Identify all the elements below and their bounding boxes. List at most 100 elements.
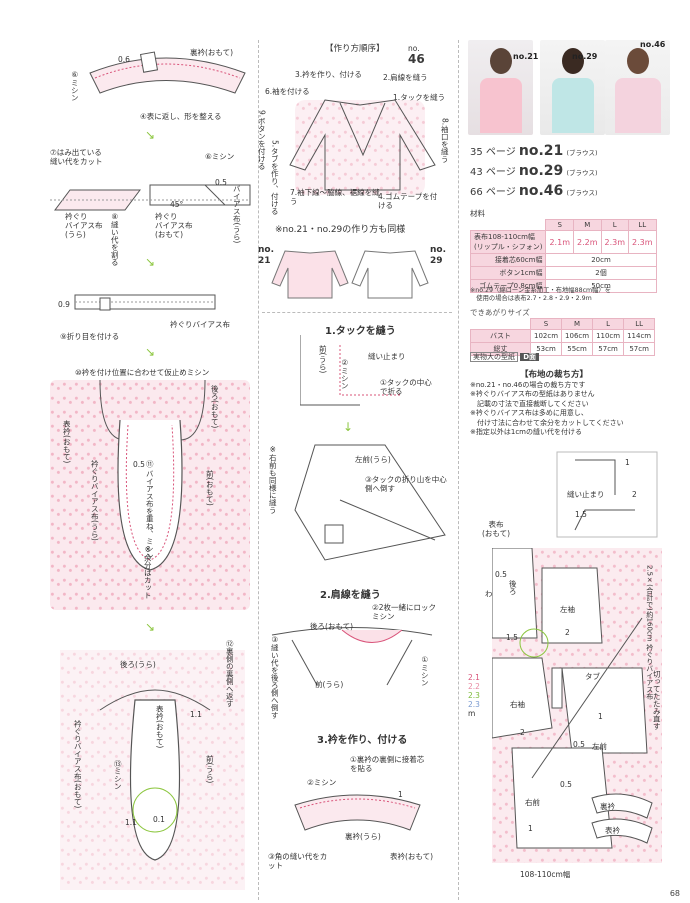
no-prefix: no. bbox=[408, 44, 420, 53]
label-omote-collar-2: 表衿(おもて) bbox=[390, 852, 434, 861]
cut-note: ※衿ぐりバイアス布の型紙はありません bbox=[470, 390, 595, 399]
fold-strip-diagram bbox=[74, 294, 216, 311]
same-note: ※no.21・no.29の作り方も同様 bbox=[275, 225, 406, 235]
label-bias-omote: 衿ぐり バイアス布 (おもて) bbox=[155, 212, 193, 239]
label-front-ura-1: 前(うら) bbox=[318, 345, 328, 374]
label-step6b: ⑥ミシン bbox=[205, 152, 235, 161]
size-cell: 57cm bbox=[592, 342, 625, 356]
bias-cloth-diagram bbox=[50, 184, 251, 211]
order-step3: 3.衿を作り、付ける bbox=[295, 70, 362, 79]
order-step4: 4.ゴムテープを付ける bbox=[378, 192, 438, 210]
label-09: 0.9 bbox=[58, 300, 70, 309]
cut-note: ※指定以外は1cmの縫い代を付ける bbox=[470, 428, 582, 437]
label-front-ura: 前(うら) bbox=[205, 755, 215, 784]
size-header: LL bbox=[623, 318, 656, 330]
label-interfacing: ①裏衿の裏側に接着芯を貼る bbox=[350, 755, 425, 773]
mat-header: S bbox=[545, 219, 574, 231]
mat-span: 2個 bbox=[545, 266, 657, 280]
size-cell: 57cm bbox=[623, 342, 656, 356]
ref-no: no.46 bbox=[518, 183, 564, 199]
back-collar-piece: 裏衿 bbox=[600, 802, 615, 811]
right-front-piece: 右前 bbox=[525, 798, 540, 807]
mat-span: 50cm bbox=[545, 279, 657, 293]
mat-label: ゴムテープ0.8cm幅 bbox=[469, 279, 547, 293]
size-cell: 110cm bbox=[592, 329, 625, 343]
label-bias-cloth: 衿ぐりバイアス布 bbox=[170, 320, 230, 329]
cut-title: 【布地の裁ち方】 bbox=[520, 370, 589, 380]
label-right-note: ※右前も同様に縫う bbox=[268, 445, 278, 514]
label-back-collar-omote: 裏衿(おもて) bbox=[190, 48, 234, 57]
neckline-back-diagram bbox=[99, 689, 211, 861]
label-tack-fold: ③タックの折り山を中心側へ倒す bbox=[365, 475, 447, 493]
model-photo-29 bbox=[540, 40, 605, 135]
label-1: 1 bbox=[398, 790, 403, 799]
bias-note: 2.5×(合計で)約160cm 衿ぐりバイアス布 bbox=[645, 565, 654, 700]
order-step6: 6.袖を付ける bbox=[265, 87, 310, 96]
label-front-omote-left: 表衿(おもて) bbox=[62, 420, 72, 464]
order-step9: 9.ボタンを付ける bbox=[257, 110, 267, 170]
mat-header: LL bbox=[628, 219, 657, 231]
materials-table: S M L LL 表布108-110cm幅 (リップル・シフォン) 2.1m 2… bbox=[469, 219, 657, 293]
collar-diagram-top bbox=[89, 51, 246, 94]
column-divider-left bbox=[258, 40, 259, 900]
pattern-label: 実物大の型紙 bbox=[470, 352, 518, 362]
mat-cell: 2.3m bbox=[628, 230, 657, 254]
label-05b: 0.5 bbox=[133, 460, 145, 469]
label-back-ura: 後ろ(うら) bbox=[120, 660, 156, 669]
label-mishin-2b: ②ミシン bbox=[307, 778, 337, 787]
size-label: 総丈 bbox=[470, 342, 531, 356]
front-collar-piece: 表衿 bbox=[605, 826, 620, 835]
no21-badge: no. 21 bbox=[258, 245, 275, 266]
mat-label: 表布108-110cm幅 (リップル・シフォン) bbox=[469, 230, 547, 254]
mat-label: ボタン1cm幅 bbox=[469, 266, 547, 280]
label-bias-ura2: 衿ぐりバイアス布(うら) bbox=[90, 460, 100, 541]
size-cell: 114cm bbox=[623, 329, 656, 343]
size-cell: 102cm bbox=[529, 329, 563, 343]
size-header: M bbox=[561, 318, 594, 330]
detail-1: 1 bbox=[625, 458, 630, 467]
label-step11: ⑪ バイアス布を重ね、ミシン bbox=[145, 460, 155, 560]
arrow-down-icon: ↘ bbox=[145, 128, 156, 142]
label-front-omote-right: 前(おもて) bbox=[205, 470, 215, 506]
length-labels: 2.1 2.2 2.3 2.3 m bbox=[468, 673, 480, 718]
size-header: S bbox=[529, 318, 563, 330]
order-step7: 7.袖下線～脇線、裾線を縫う bbox=[290, 188, 380, 206]
length: 2.2 bbox=[468, 682, 480, 691]
model-29-label: no.29 bbox=[572, 52, 598, 61]
label-stop: 縫い止まり bbox=[368, 352, 406, 361]
ref-no: no.29 bbox=[518, 163, 564, 179]
length: 2.3 bbox=[468, 700, 480, 709]
label-45deg: 45° bbox=[170, 200, 184, 209]
label-bias-ura: 衿ぐり バイアス布 (うら) bbox=[65, 212, 103, 239]
label-back-collar-ura: 裏衿(うら) bbox=[345, 832, 381, 841]
mat-label: 接着芯60cm幅 bbox=[469, 253, 547, 267]
ref-type: (ブラウス) bbox=[566, 189, 598, 197]
cut-note: ※no.21・no.46の場合の裁ち方です bbox=[470, 381, 586, 389]
ref-no: no.21 bbox=[518, 143, 564, 159]
left-front-piece: 左前 bbox=[592, 742, 607, 751]
tuck-diagram bbox=[300, 335, 400, 406]
right-sleeve: 右袖 bbox=[510, 700, 525, 709]
arrow-down-icon: ↘ bbox=[145, 345, 156, 359]
heading-shoulder: 2.肩線を縫う bbox=[320, 590, 381, 601]
label-corner-cut: ③角の縫い代をカット bbox=[268, 852, 328, 870]
label-lock: ②2枚一緒にロックミシン bbox=[372, 603, 436, 621]
label-left-front: 左前(うら) bbox=[355, 455, 391, 464]
detail-stop: 縫い止まり bbox=[567, 490, 605, 499]
blouse-29-icon bbox=[351, 250, 429, 299]
ref-page: 43 ページ bbox=[470, 167, 516, 178]
label-step13: ⑬ミシン bbox=[113, 760, 123, 790]
order-step5: 5.タブを作り、付ける bbox=[270, 140, 280, 215]
label-back-omote: 後ろ(おもて) bbox=[210, 385, 220, 429]
label-mishin-6: ⑥ミシン bbox=[70, 70, 80, 102]
mat-header: L bbox=[600, 219, 630, 231]
mat-cell: 2.3m bbox=[600, 230, 630, 254]
size-cell: 55cm bbox=[561, 342, 594, 356]
tuck-detail-diagram bbox=[556, 451, 658, 538]
pattern-tag: 実物大の型紙 D面 bbox=[470, 352, 540, 362]
cut-fold-label: 切ってたたみ直す bbox=[652, 670, 662, 730]
mat-note: ※no.29（綿ローン金糸加工・布地幅88cm幅）を 使用の場合は表布2.7・2… bbox=[470, 287, 612, 303]
detail-15: 1.5 bbox=[575, 510, 587, 519]
label-01: 0.1 bbox=[153, 815, 165, 824]
model-21-label: no.21 bbox=[513, 52, 539, 61]
